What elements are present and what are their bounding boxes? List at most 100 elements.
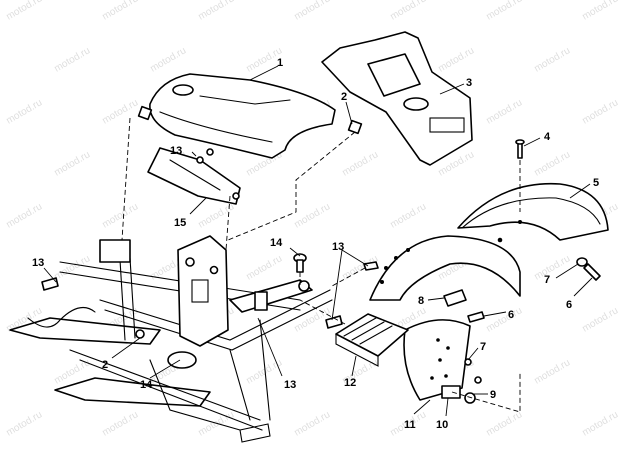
callout-8: 8 (418, 295, 424, 307)
part-13-screw-tank (206, 148, 214, 156)
watermark-text: motod.ru (4, 409, 44, 438)
part-2-nut (347, 119, 363, 135)
part-2-nut-b (137, 105, 153, 121)
leader-3 (439, 83, 465, 95)
leader-6b (573, 277, 593, 297)
upright-front (119, 259, 126, 341)
part-7-washer-b (464, 358, 472, 366)
flap-hole (438, 358, 442, 362)
watermark-text: motod.ru (52, 45, 92, 74)
watermark-text: motod.ru (532, 149, 572, 178)
assembly-line (121, 117, 131, 241)
leader-13a (341, 249, 369, 267)
rear-upright (229, 349, 251, 421)
callout-12: 12 (344, 377, 356, 389)
watermark-text: motod.ru (196, 409, 236, 438)
leader-2b (111, 337, 141, 359)
part-15-side-shield (147, 147, 241, 205)
callout-7: 7 (480, 341, 486, 353)
mount-bracket-right (254, 291, 268, 311)
leader-5 (569, 183, 591, 199)
lower-diagonal (149, 359, 241, 431)
leader-14b (149, 359, 181, 379)
callout-13: 13 (32, 257, 44, 269)
watermark-text: motod.ru (484, 97, 524, 126)
leader-13a-b (331, 249, 343, 321)
assembly-line (299, 299, 346, 325)
leader-13b (43, 267, 57, 283)
callout-4: 4 (544, 131, 551, 143)
part-13-bolt-fender (363, 261, 379, 271)
leader-13c (191, 151, 197, 157)
flap-hole (436, 338, 440, 342)
part-6-bolt-rear (583, 263, 601, 281)
part-6-bolt-front (467, 311, 485, 323)
footrest-left (9, 317, 161, 345)
leader-11 (413, 399, 431, 415)
callout-5: 5 (593, 177, 599, 189)
part-4-screw-head (515, 139, 525, 145)
front-fender-hole (380, 280, 384, 284)
tank-cover-edge (159, 111, 273, 143)
front-fender-hole (394, 256, 398, 260)
seat-cowl-cap (403, 97, 429, 111)
part-9-nut (464, 392, 476, 404)
part-13-bolt-pad (325, 315, 343, 329)
part-2-nut-frame (135, 329, 145, 339)
watermark-text: motod.ru (196, 0, 236, 23)
pad-side (335, 333, 379, 367)
watermark-text: motod.ru (244, 253, 284, 282)
callout-15: 15 (174, 217, 186, 229)
watermark-text: motod.ru (388, 201, 428, 230)
watermark-text: motod.ru (340, 149, 380, 178)
rear-cross-tube (229, 279, 313, 313)
cross-member-b (104, 299, 333, 351)
pad-rib (359, 325, 393, 345)
callout-13: 13 (284, 379, 296, 391)
watermark-text: motod.ru (532, 45, 572, 74)
seat-cowl-window (367, 53, 421, 97)
footrest-right (54, 377, 211, 407)
watermark-text: motod.ru (148, 45, 188, 74)
front-fender-hole (384, 266, 388, 270)
leader-1 (249, 65, 279, 81)
callout-10: 10 (436, 419, 448, 431)
leader-15 (189, 197, 207, 215)
callout-3: 3 (466, 77, 472, 89)
watermark-text: motod.ru (52, 149, 92, 178)
callout-11: 11 (404, 419, 416, 431)
watermark-text: motod.ru (4, 97, 44, 126)
assembly-lines (121, 117, 521, 413)
callout-2: 2 (102, 359, 108, 371)
leader-14a (289, 247, 301, 257)
foot-pad (335, 313, 409, 357)
rear-upright-b (259, 319, 271, 421)
shield-screw (232, 192, 240, 200)
leader-4 (523, 137, 541, 147)
watermark-text: motod.ru (484, 0, 524, 23)
rear-fender (457, 182, 609, 241)
tank-cover-crease (199, 95, 291, 105)
callout-9: 9 (490, 389, 496, 401)
leader-13d (257, 317, 283, 377)
callout-14: 14 (270, 237, 283, 249)
wire-loop (27, 306, 96, 328)
assembly-line (451, 372, 521, 413)
part-13-bolt-frame (41, 277, 59, 291)
flap-hole (430, 376, 434, 380)
part-11-mud-flap (403, 319, 471, 401)
leader-lines (43, 65, 593, 417)
leader-6a (483, 311, 507, 317)
rear-tab (239, 423, 271, 443)
watermark-text: motod.ru (292, 0, 332, 23)
watermark-text: motod.ru (484, 409, 524, 438)
watermark-text: motod.ru (4, 0, 44, 23)
part-3-seat-cowl (321, 31, 473, 166)
watermark-text: motod.ru (292, 201, 332, 230)
watermark-text: motod.ru (580, 97, 620, 126)
watermark-text: motod.ru (100, 201, 140, 230)
watermark-text: motod.ru (100, 97, 140, 126)
callout-1: 1 (277, 57, 283, 69)
part-1-tank-cover (149, 73, 336, 159)
